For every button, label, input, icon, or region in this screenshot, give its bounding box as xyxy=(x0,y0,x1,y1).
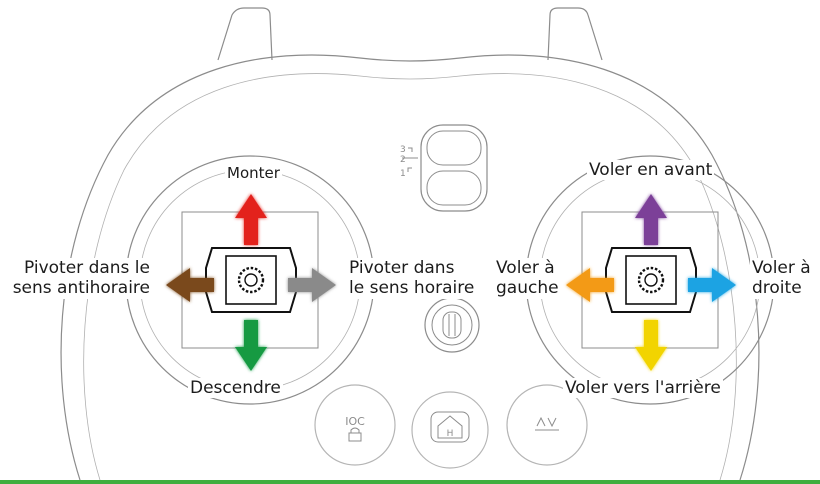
right-stick-gimbal xyxy=(605,247,697,313)
center-dial xyxy=(424,297,480,353)
arrow-up-left xyxy=(235,194,267,245)
label-right-right: Voler à droite xyxy=(750,258,813,299)
label-right-left-line2: gauche xyxy=(494,278,561,299)
left-antenna xyxy=(217,7,273,61)
label-left-left-line2: sens antihoraire xyxy=(10,278,152,299)
label-left-up: Monter xyxy=(225,164,282,182)
right-antenna xyxy=(547,7,603,61)
label-right-left-line1: Voler à xyxy=(494,258,561,279)
left-stick-gimbal xyxy=(205,247,297,313)
arrow-right-right xyxy=(688,268,736,302)
mode-position-1: 1 xyxy=(400,169,406,179)
ioc-button: IOC xyxy=(314,384,396,466)
label-right-down: Voler vers l'arrière xyxy=(563,378,723,399)
flip-button xyxy=(506,384,588,466)
home-button: H xyxy=(411,391,489,469)
arrow-right-left xyxy=(288,268,336,302)
arrow-left-left xyxy=(166,268,214,302)
arrow-left-right xyxy=(566,268,614,302)
flip-icon xyxy=(536,416,557,428)
label-left-right: Pivoter dans le sens horaire xyxy=(347,258,477,299)
lock-icon xyxy=(348,427,362,442)
home-letter: H xyxy=(447,429,454,439)
controller-body-inner xyxy=(83,73,737,481)
mode-position-2: 2 xyxy=(400,155,406,165)
arrow-up-right xyxy=(635,194,667,245)
arrow-down-right xyxy=(635,320,667,371)
label-right-right-line1: Voler à xyxy=(750,258,813,279)
label-left-down: Descendre xyxy=(188,378,283,399)
arrow-down-left xyxy=(235,320,267,371)
label-left-left: Pivoter dans le sens antihoraire xyxy=(10,258,152,299)
flight-mode-switch: 3 2 1 xyxy=(400,124,488,212)
bottom-bar xyxy=(0,480,820,484)
home-icon xyxy=(437,415,463,439)
label-left-right-line1: Pivoter dans xyxy=(347,258,477,279)
label-right-right-line2: droite xyxy=(750,278,813,299)
label-left-left-line1: Pivoter dans le xyxy=(10,258,152,279)
controller-body-outline xyxy=(60,54,760,481)
ioc-label: IOC xyxy=(345,415,365,428)
mode-position-3: 3 xyxy=(400,145,406,155)
label-left-right-line2: le sens horaire xyxy=(347,278,477,299)
label-right-left: Voler à gauche xyxy=(494,258,561,299)
label-right-up: Voler en avant xyxy=(587,160,715,181)
